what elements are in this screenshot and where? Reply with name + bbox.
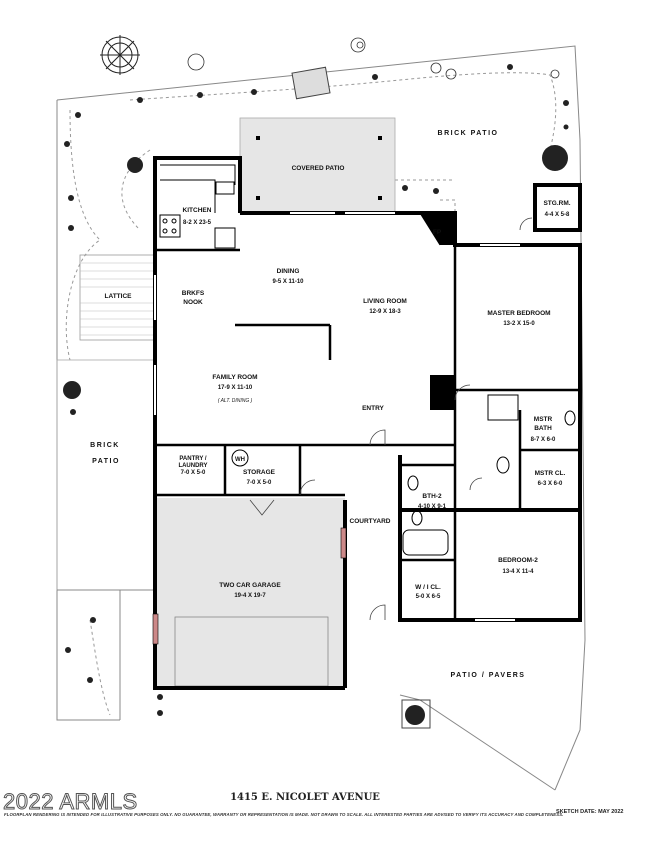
windows	[154, 212, 520, 621]
sketch-date-value: MAY 2022	[598, 809, 624, 815]
master-bath-dim: 8-7 X 6-0	[531, 437, 556, 443]
storage-label: STORAGE	[243, 469, 276, 476]
master-closet-dim: 6-3 X 6-0	[538, 481, 563, 487]
laundry-label: LAUNDRY	[178, 463, 207, 469]
patio-pavers-label: PATIO / PAVERS	[451, 672, 526, 679]
bedroom-2-dim: 13-4 X 11-4	[502, 569, 534, 575]
sketch-date: SKETCH DATE: MAY 2022	[556, 809, 623, 815]
garage-windows	[152, 527, 347, 645]
storage-room-label: STG.RM.	[543, 200, 570, 207]
master-bedroom-label: MASTER BEDROOM	[487, 310, 550, 317]
kitchen-dim: 8-2 X 23-5	[183, 220, 212, 226]
master-closet-label: MSTR CL.	[535, 470, 566, 477]
master-bedroom-dim: 13-2 X 15-0	[503, 321, 535, 327]
garage-label: TWO CAR GARAGE	[219, 582, 281, 589]
entry-label: ENTRY	[362, 405, 384, 412]
property-address: 1415 E. NICOLET AVENUE	[230, 792, 380, 803]
storage-room-dim: 4-4 X 5-8	[545, 212, 570, 218]
shrub-icon	[187, 37, 560, 80]
dining-label: DINING	[277, 268, 300, 275]
nook-label: NOOK	[183, 299, 203, 306]
sketch-date-label: SKETCH DATE:	[556, 809, 597, 815]
water-heater-label: WH	[235, 457, 245, 463]
family-room-note: ( ALT. DINING )	[218, 398, 253, 404]
garage-dim: 19-4 X 19-7	[234, 593, 266, 599]
watermark: 2022 ARMLS	[3, 789, 138, 815]
fireplace-label: FP	[433, 229, 442, 236]
living-room-dim: 12-9 X 18-3	[369, 309, 401, 315]
courtyard-label: COURTYARD	[350, 518, 391, 525]
brick-patio-left-label-1: BRICK	[90, 442, 120, 449]
landscape-plants	[63, 35, 569, 729]
pantry-dim: 7-0 X 5-0	[181, 470, 206, 476]
pantry-label: PANTRY /	[179, 456, 207, 462]
master-bath-label: MSTR	[534, 416, 553, 423]
walk-in-closet-label: W / I CL.	[415, 584, 441, 591]
covered-patio	[239, 117, 396, 214]
fireplace	[419, 212, 455, 246]
fountain	[291, 66, 331, 100]
brick-patio-top-label: BRICK PATIO	[438, 130, 499, 137]
plant-icon	[63, 64, 569, 725]
bath-fixtures	[402, 394, 576, 556]
dining-dim: 9-5 X 11-10	[272, 279, 304, 285]
large-tree-icon	[100, 35, 140, 75]
kitchen-counters	[159, 164, 236, 249]
kitchen-label: KITCHEN	[183, 207, 212, 214]
disclaimer: FLOORPLAN RENDERING IS INTENDED FOR ILLU…	[4, 812, 564, 817]
water-heater-symbol	[231, 449, 249, 467]
brkfs-label: BRKFS	[182, 290, 205, 297]
covered-patio-label: COVERED PATIO	[292, 165, 345, 172]
bath-2-dim: 4-10 X 9-1	[418, 504, 447, 510]
garage-door	[174, 616, 329, 687]
lattice	[79, 254, 156, 341]
bedroom-2-label: BEDROOM-2	[498, 557, 538, 564]
bath-2-label: BTH-2	[422, 493, 442, 500]
master-bath-label-2: BATH	[534, 425, 552, 432]
walk-in-closet-dim: 5-0 X 6-5	[416, 594, 441, 600]
living-room-label: LIVING ROOM	[363, 298, 407, 305]
family-room-label: FAMILY ROOM	[212, 374, 257, 381]
doors	[249, 217, 533, 621]
family-room-dim: 17-9 X 11-10	[218, 385, 253, 391]
brick-patio-left-label-2: PATIO	[92, 458, 120, 465]
storage-dim: 7-0 X 5-0	[247, 480, 272, 486]
interior-walls	[155, 245, 580, 620]
lattice-label: LATTICE	[105, 293, 133, 300]
